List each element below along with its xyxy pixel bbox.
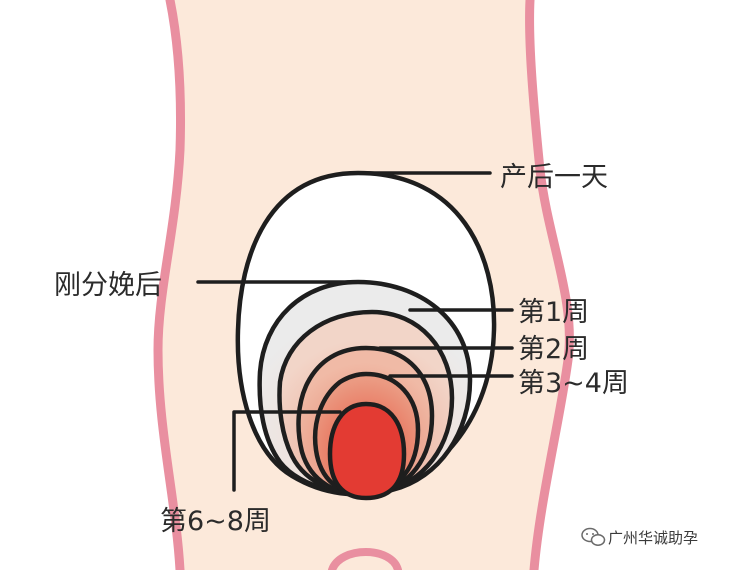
wechat-icon — [581, 527, 606, 546]
label-week-6-8: 第6~8周 — [160, 506, 271, 537]
right-body-outline — [525, 0, 574, 570]
leader-line-week-6-8 — [232, 410, 342, 492]
label-just-delivered: 刚分娩后 — [54, 270, 162, 301]
label-day-after: 产后一天 — [500, 162, 608, 193]
watermark-text: 广州华诚助孕 — [608, 529, 698, 547]
crotch-outline — [328, 548, 402, 570]
uterus-week-6-8 — [327, 401, 407, 501]
left-body-outline — [153, 0, 186, 570]
label-week-3-4: 第3~4周 — [518, 368, 629, 399]
label-week-2: 第2周 — [518, 334, 589, 365]
label-week-1: 第1周 — [518, 297, 589, 328]
